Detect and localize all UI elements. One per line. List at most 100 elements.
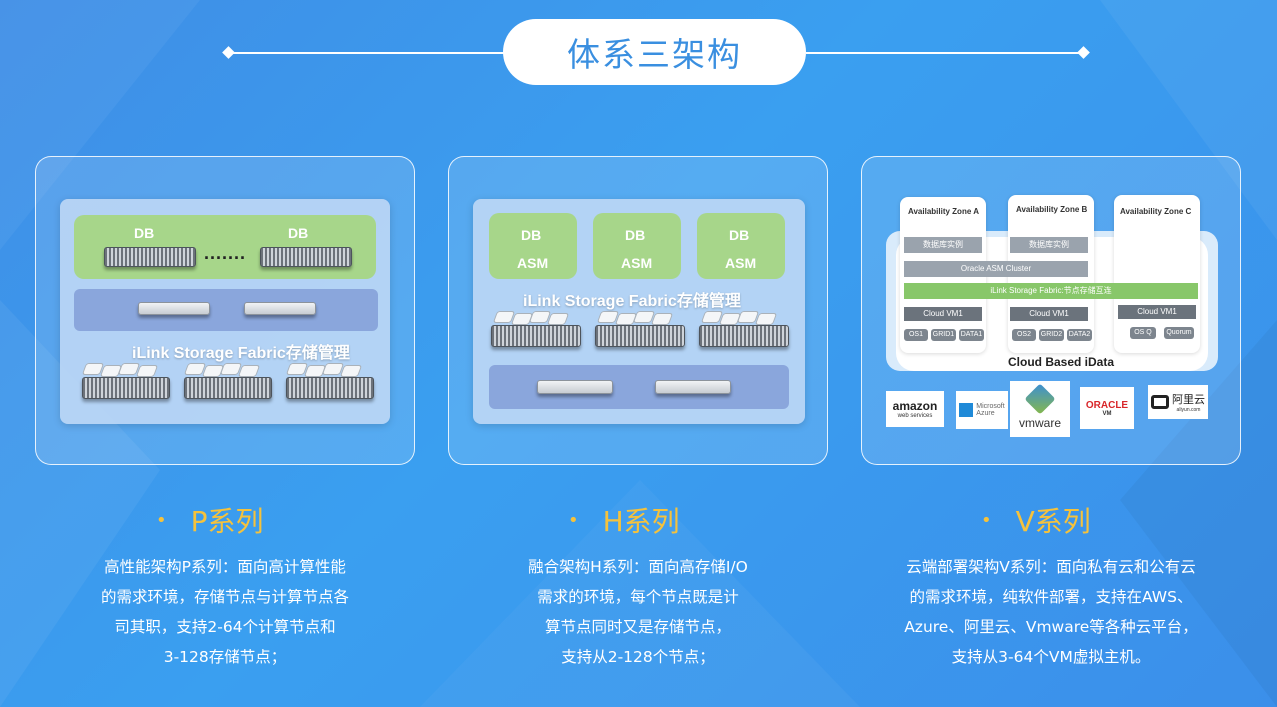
h-node-server-2 [655, 380, 731, 394]
p-desc-line-4: 3-128存储节点； [163, 648, 287, 666]
v-chip-osq: OS Q [1130, 327, 1156, 339]
h-series-title: H系列 [602, 505, 680, 538]
h-desc-line-3: 算节点同时又是存储节点， [544, 618, 731, 636]
p-compute-server-2 [244, 302, 316, 315]
oracle-logo: ORACLE VM [1080, 387, 1134, 429]
h-series-description: 融合架构H系列：面向高存储I/O 需求的环境，每个节点既是计 算节点同时又是存储… [488, 552, 788, 672]
p-series-title: P系列 [190, 505, 264, 538]
bullet-icon: • [156, 509, 167, 531]
h-db-asm-2: DB ASM [593, 213, 681, 279]
v-zone-c-title: Availability Zone C [1120, 207, 1192, 216]
h-db-asm-3: DB ASM [697, 213, 785, 279]
title-line-left [228, 52, 504, 54]
h-node-server-1 [537, 380, 613, 394]
h-asm-label-1: ASM [517, 255, 549, 271]
p-compute-band [74, 289, 378, 331]
h-desc-line-4: 支持从2-128个节点； [561, 648, 715, 666]
p-series-heading: • P系列 [156, 500, 264, 540]
h-asm-label-2: ASM [621, 255, 653, 271]
p-db-group: DB DB ....... [74, 215, 376, 279]
v-chip-os2: OS2 [1012, 329, 1036, 341]
bullet-icon: • [568, 509, 579, 531]
v-desc-line-1: 云端部署架构V系列：面向私有云和公有云 [906, 558, 1196, 576]
h-series-heading: • H系列 [568, 500, 680, 540]
vmware-logo: vmware [1010, 381, 1070, 437]
v-chip-data1: DATA1 [959, 329, 984, 341]
page-title: 体系三架构 [503, 19, 806, 85]
v-vm-a: Cloud VM1 [904, 307, 982, 321]
v-chip-grid2: GRID2 [1039, 329, 1064, 341]
v-vm-b: Cloud VM1 [1010, 307, 1088, 321]
v-zone-c: Availability Zone C [1114, 195, 1200, 353]
p-diagram: DB DB ....... iLink Storage Fabric存储管理 [60, 199, 390, 424]
v-asm-cluster: Oracle ASM Cluster [904, 261, 1088, 277]
v-series-title: V系列 [1015, 505, 1091, 538]
h-asm-label-3: ASM [725, 255, 757, 271]
v-desc-line-2: 的需求环境，纯软件部署，支持在AWS、 [909, 588, 1193, 606]
aliyun-icon [1151, 395, 1169, 409]
title-line-right [806, 52, 1084, 54]
v-series-card: Availability Zone A Availability Zone B … [861, 156, 1241, 465]
h-db-label-1: DB [521, 227, 542, 243]
v-zone-b-title: Availability Zone B [1016, 205, 1088, 214]
h-storage-server-2 [595, 325, 685, 347]
p-compute-server-1 [138, 302, 210, 315]
v-fabric-bar: iLink Storage Fabric:节点存储互连 [904, 283, 1198, 299]
v-chip-grid1: GRID1 [931, 329, 956, 341]
p-db-server-2 [260, 247, 352, 267]
v-chip-quorum: Quorum [1164, 327, 1194, 339]
h-fabric-label: iLink Storage Fabric存储管理 [523, 293, 741, 310]
h-desc-line-1: 融合架构H系列：面向高存储I/O [528, 558, 748, 576]
oracle-logo-text: ORACLE [1085, 399, 1129, 411]
aliyun-logo: 阿里云 aliyun.com [1148, 385, 1208, 419]
vmware-logo-text: vmware [1018, 416, 1061, 430]
p-desc-line-2: 的需求环境，存储节点与计算节点各 [100, 588, 349, 606]
h-storage-server-1 [491, 325, 581, 347]
h-storage-server-3 [699, 325, 789, 347]
v-desc-line-4: 支持从3-64个VM虚拟主机。 [951, 648, 1151, 666]
h-diagram: DB ASM DB ASM DB ASM iLink Storage Fabri… [473, 199, 805, 424]
v-series-heading: • V系列 [981, 500, 1091, 540]
v-vm-c: Cloud VM1 [1118, 305, 1196, 319]
p-series-description: 高性能架构P系列：面向高计算性能 的需求环境，存储节点与计算节点各 司其职，支持… [75, 552, 375, 672]
v-cloud-label: Cloud Based iData [1008, 355, 1115, 369]
h-db-label-3: DB [729, 227, 750, 243]
bullet-icon: • [981, 509, 992, 531]
v-db-instance-b: 数据库实例 [1010, 237, 1088, 253]
aws-logo-text: amazon [892, 399, 938, 413]
azure-logo-text-1: Microsoft [976, 403, 1005, 410]
p-desc-line-1: 高性能架构P系列：面向高计算性能 [104, 558, 346, 576]
p-db-server-1 [104, 247, 196, 267]
v-chip-data2: DATA2 [1067, 329, 1092, 341]
p-fabric-label: iLink Storage Fabric存储管理 [132, 345, 350, 362]
h-node-band [489, 365, 789, 409]
p-storage-server-1 [82, 377, 170, 399]
h-db-asm-1: DB ASM [489, 213, 577, 279]
vmware-icon [1024, 383, 1056, 415]
v-db-instance-a: 数据库实例 [904, 237, 982, 253]
p-db-ellipsis: ....... [204, 243, 247, 263]
p-db-label-2: DB [288, 225, 309, 241]
h-db-label-2: DB [625, 227, 646, 243]
oracle-logo-sub: VM [1102, 410, 1112, 417]
v-zone-a-title: Availability Zone A [908, 207, 979, 216]
p-series-card: DB DB ....... iLink Storage Fabric存储管理 [35, 156, 415, 465]
v-series-description: 云端部署架构V系列：面向私有云和公有云 的需求环境，纯软件部署，支持在AWS、 … [881, 552, 1221, 672]
h-series-card: DB ASM DB ASM DB ASM iLink Storage Fabri… [448, 156, 828, 465]
aliyun-logo-sub: aliyun.com [1176, 407, 1201, 413]
title-diamond-left [222, 46, 235, 59]
title-diamond-right [1077, 46, 1090, 59]
azure-logo: Microsoft Azure [956, 391, 1008, 429]
v-desc-line-3: Azure、阿里云、Vmware等各种云平台， [904, 618, 1198, 636]
v-chip-os1: OS1 [904, 329, 928, 341]
h-desc-line-2: 需求的环境，每个节点既是计 [537, 588, 739, 606]
p-storage-server-3 [286, 377, 374, 399]
p-db-label-1: DB [134, 225, 155, 241]
aliyun-logo-text: 阿里云 [1172, 394, 1205, 406]
windows-icon [959, 403, 974, 417]
p-desc-line-3: 司其职，支持2-64个计算节点和 [114, 618, 336, 636]
aws-logo: amazon web services [886, 391, 944, 427]
azure-logo-text-2: Azure [976, 410, 995, 417]
p-storage-server-2 [184, 377, 272, 399]
aws-logo-sub: web services [897, 413, 933, 419]
